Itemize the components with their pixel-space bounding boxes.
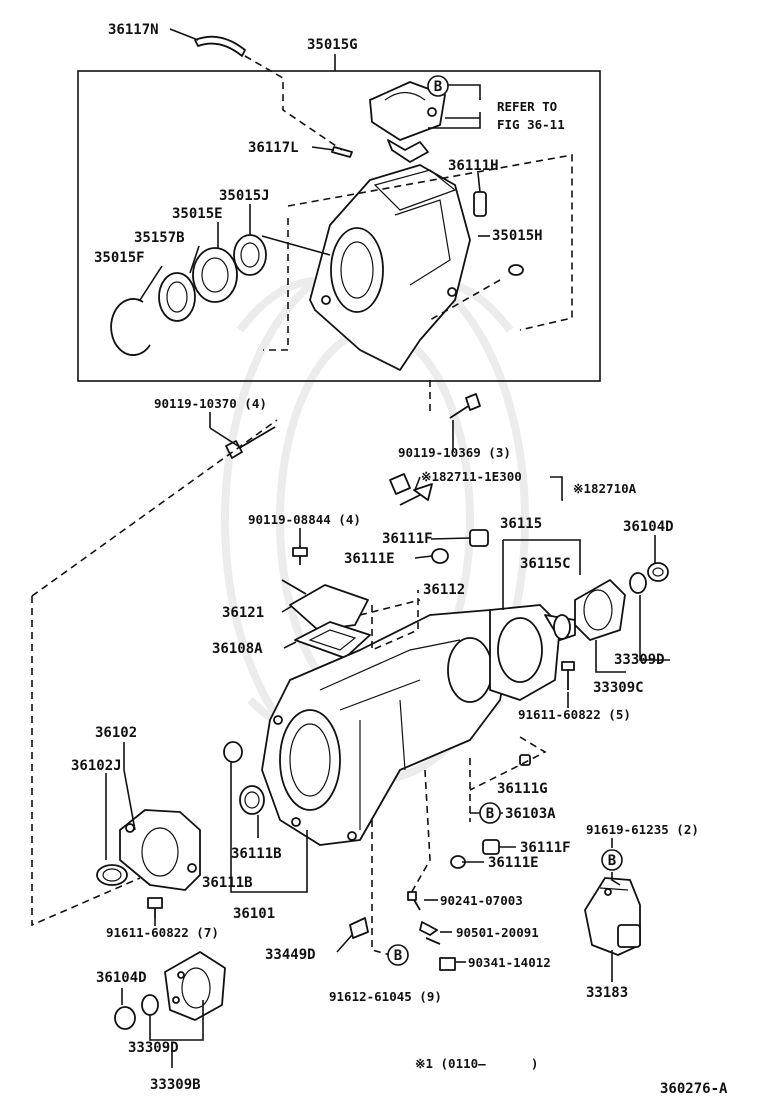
label-36101: 36101 [233,906,275,922]
part-extension-housing [309,164,471,371]
label-91619-61235: 91619-61235 (2) [586,822,699,837]
label-33309D-top: 33309D [614,652,665,668]
part-36117N [194,35,246,57]
label-36117N: 36117N [108,22,159,38]
part-36111B-small [223,741,243,763]
label-35015F: 35015F [94,250,145,266]
label-90241-07003: 90241-07003 [440,893,523,908]
part-bolt-91611-60822-right [561,661,575,690]
label-36111F-top: 36111F [382,531,433,547]
part-shift-bracket [369,81,446,163]
assembly-frame-35015G [77,70,601,382]
part-35015H [508,264,524,276]
label-36104D-top: 36104D [623,519,674,535]
label-33183: 33183 [586,985,628,1001]
label-33309B: 33309B [150,1077,201,1093]
label-36111G: 36111G [497,781,548,797]
label-90501-20091: 90501-20091 [456,925,539,940]
label-36111B-lower: 36111B [202,875,253,891]
svg-text:B: B [608,853,616,869]
part-36111B-large [239,785,265,815]
label-90341-14012: 90341-14012 [468,955,551,970]
part-36102J-seal [96,864,128,886]
label-36121: 36121 [222,605,264,621]
part-33449D [349,917,369,939]
label-36111E-bottom: 36111E [488,855,539,871]
part-bolt-91611-60822-left [147,897,163,918]
svg-text:B: B [434,79,442,95]
label-date-note: ※1 (0110— ) [415,1056,538,1071]
part-36111F-top [469,529,489,547]
label-36115C: 36115C [520,556,571,572]
label-33449D: 33449D [265,947,316,963]
part-36111H [473,191,487,217]
marker-b-top: B [427,75,449,97]
label-90119-10370: 90119-10370 (4) [154,396,267,411]
part-33309D-top [629,572,647,594]
label-36111E-top: 36111E [344,551,395,567]
label-36104D-bottom: 36104D [96,970,147,986]
marker-b-bottom: B [387,944,409,966]
label-35015G: 35015G [307,37,358,53]
label-36111B-upper: 36111B [231,846,282,862]
part-36111G [519,754,531,766]
label-35015E: 35015E [172,206,223,222]
label-35157B: 35157B [134,230,185,246]
marker-b-middle: B [479,802,501,824]
figure-number: 360276-A [660,1081,728,1097]
part-35157B [158,272,196,322]
label-33309D-bottom: 33309D [128,1040,179,1056]
part-33309B-flange [164,951,226,1021]
label-91611-60822-right: 91611-60822 (5) [518,707,631,722]
part-90501-20091-spring [419,921,441,945]
label-36111F-bottom: 36111F [520,840,571,856]
part-182711-1E300 [389,473,433,506]
marker-b-right: B [601,849,623,871]
part-36104D-bottom [114,1006,136,1030]
part-33183-actuator [584,877,641,956]
part-35015F [110,298,151,356]
label-refer-to: REFER TO [497,99,557,114]
part-36104D-top [647,562,669,582]
part-90241-07003 [407,891,421,911]
label-36102: 36102 [95,725,137,741]
label-36103A: 36103A [505,806,556,822]
part-35015E [192,247,238,303]
part-36111E-top [431,548,449,564]
part-36112 [489,604,561,701]
label-33309C: 33309C [593,680,644,696]
label-90119-10369: 90119-10369 (3) [398,445,511,460]
label-90119-08844: 90119-08844 (4) [248,512,361,527]
part-33309D-bottom [141,994,159,1016]
label-36102J: 36102J [71,758,122,774]
label-91612-61045: 91612-61045 (9) [329,989,442,1004]
part-36117L [331,146,353,158]
label-182711-1E300: ※182711-1E300 [421,469,522,484]
label-36117L: 36117L [248,140,299,156]
part-bolt-90119-08844 [292,545,308,565]
label-182710A: ※182710A [573,481,637,496]
part-90341-14012 [439,957,456,971]
part-36111F-bottom [482,839,500,855]
part-36121-cover [281,579,369,631]
label-36115: 36115 [500,516,542,532]
part-36115-companion-flange [544,579,626,641]
label-35015J: 35015J [219,188,270,204]
label-91611-60822-left: 91611-60822 (7) [106,925,219,940]
label-36108A: 36108A [212,641,263,657]
part-35015J [233,234,267,276]
label-36112: 36112 [423,582,465,598]
label-35015H: 35015H [492,228,543,244]
part-36108A-gasket [294,621,371,659]
svg-text:B: B [394,948,402,964]
part-36101-transfer-case [261,609,511,846]
part-bolt-90119-10369 [449,393,481,419]
label-fig-36-11: FIG 36-11 [497,117,565,132]
part-36102-cover [119,809,201,891]
svg-text:B: B [486,806,494,822]
label-36111H: 36111H [448,158,499,174]
